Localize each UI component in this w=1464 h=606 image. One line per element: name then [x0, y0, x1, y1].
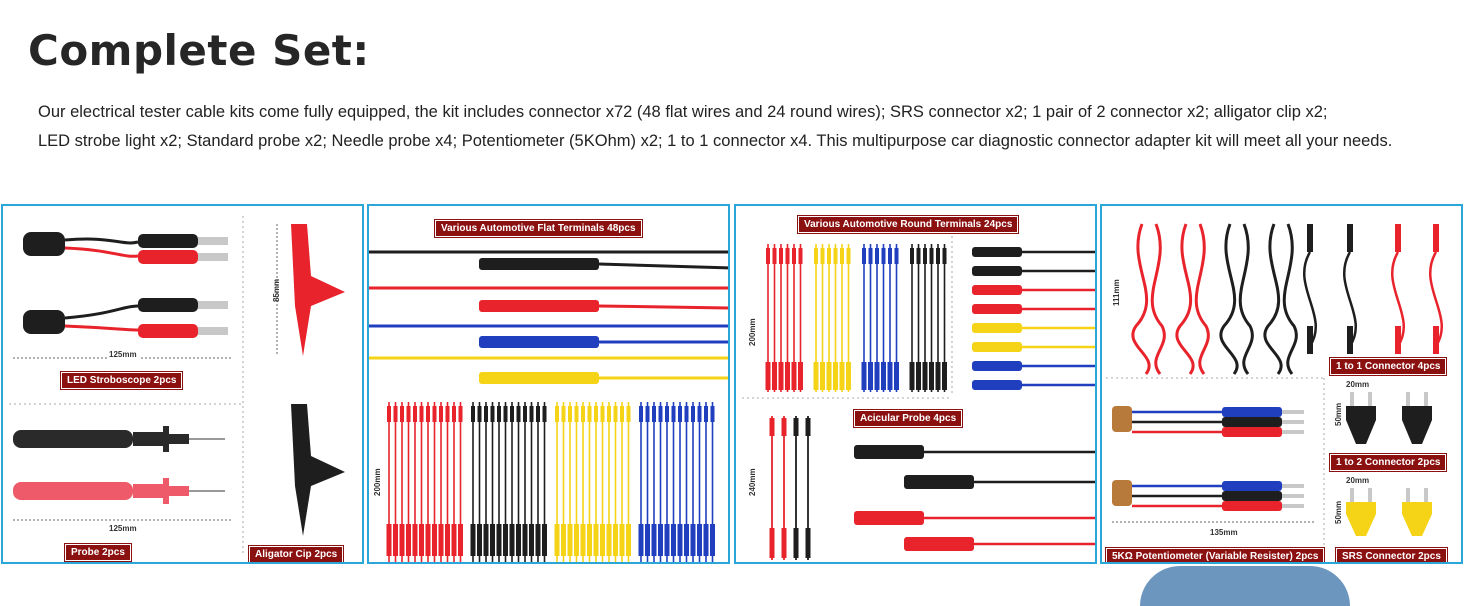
- background-figure: [1140, 566, 1350, 606]
- one-to-two-tag: 1 to 2 Connector 2pcs: [1330, 454, 1447, 471]
- probe-tag: Probe 2pcs: [65, 544, 131, 561]
- connectors-illustration: [1106, 223, 1443, 558]
- alligator-clip-tag: Aligator Cip 2pcs: [249, 546, 344, 562]
- panel-flat-terminals: Various Automotive Flat Terminals 48pcs …: [367, 204, 730, 564]
- cable-height-label: 111mm: [1112, 279, 1121, 306]
- led-probe-clip-illustration: [9, 216, 345, 556]
- one-to-one-tag: 1 to 1 Connector 4pcs: [1330, 358, 1447, 375]
- round-height-bottom-label: 240mm: [748, 468, 757, 496]
- led-stroboscope-tag: LED Stroboscope 2pcs: [61, 372, 183, 389]
- pot-width-label: 135mm: [1210, 528, 1238, 537]
- panel-led-probe-clip: 125mm LED Stroboscope 2pcs 125mm Probe 2…: [1, 204, 364, 564]
- flat-terminals-illustration: [369, 250, 728, 562]
- description: Our electrical tester cable kits come fu…: [38, 98, 1438, 156]
- potentiometer-tag: 5KΩ Potentiometer (Variable Resister) 2p…: [1106, 548, 1325, 562]
- panel-connectors: 111mm 1 to 1 Connector 4pcs 20mm 50mm 1 …: [1100, 204, 1463, 564]
- one-to-two-height-label: 50mm: [1334, 402, 1343, 426]
- page-title: Complete Set:: [28, 26, 370, 75]
- srs-connector-tag: SRS Connector 2pcs: [1336, 548, 1447, 562]
- flat-terminals-tag: Various Automotive Flat Terminals 48pcs: [435, 220, 642, 237]
- one-to-two-width-label: 20mm: [1346, 380, 1370, 389]
- round-terminals-illustration: [742, 236, 1095, 560]
- clip-height-label: 85mm: [272, 278, 281, 302]
- description-line-1: Our electrical tester cable kits come fu…: [38, 103, 1328, 121]
- srs-width-label: 20mm: [1346, 476, 1370, 485]
- led-width-label: 125mm: [107, 350, 139, 359]
- acicular-probe-tag: Acicular Probe 4pcs: [854, 410, 963, 427]
- round-terminals-tag: Various Automotive Round Terminals 24pcs: [798, 216, 1019, 233]
- flat-height-label: 200mm: [373, 468, 382, 496]
- probe-width-label: 125mm: [107, 524, 139, 533]
- flat-terminal-bundle: [386, 402, 715, 562]
- panel-round-terminals: Various Automotive Round Terminals 24pcs…: [734, 204, 1097, 564]
- description-line-2: LED strobe light x2; Standard probe x2; …: [38, 132, 1393, 150]
- round-height-top-label: 200mm: [748, 318, 757, 346]
- srs-height-label: 50mm: [1334, 500, 1343, 524]
